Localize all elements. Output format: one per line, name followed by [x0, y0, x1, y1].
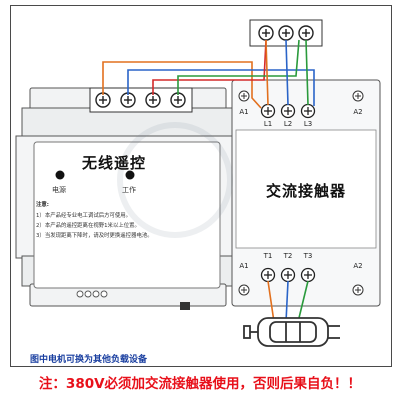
wire-power-l2 — [285, 39, 289, 106]
terminal-l3-label: L3 — [303, 120, 313, 128]
warning-text: 注：380V必须加交流接触器使用，否则后果自负！！ — [38, 376, 362, 392]
work-led-label: 工作 — [122, 186, 136, 194]
controller-terminal-block — [89, 87, 193, 113]
controller-notes: 注意: 1）本产品经专业电工调试后方可使用。 2）本产品的遥控距离在视野1米以上… — [36, 200, 216, 241]
controller-title: 无线遥控 — [82, 154, 147, 172]
coil-a2-label: A2 — [353, 108, 363, 116]
power-led-icon — [55, 170, 65, 180]
wire-power-l1 — [265, 39, 269, 106]
terminal-t2-label: T2 — [283, 252, 293, 260]
terminal-l1-label: L1 — [263, 120, 273, 128]
coil-a1-bottom-label: A1 — [239, 262, 249, 270]
terminal-2-icon — [120, 92, 136, 108]
wires — [102, 39, 315, 323]
wireless-controller-housing — [15, 87, 241, 310]
terminal-t1-label: T1 — [263, 252, 273, 260]
coil-a1-label: A1 — [239, 108, 249, 116]
note-line: 2）本产品的遥控距离在视野1米以上位置。 — [36, 223, 140, 229]
terminal-4-icon — [170, 92, 186, 108]
wire-power-l3 — [305, 39, 309, 106]
wire-t3-motor — [297, 280, 309, 323]
note-line: 1）本产品经专业电工调试后方可使用。 — [36, 213, 132, 219]
contactor-input-terminals — [260, 103, 316, 119]
power-terminal-3-icon — [298, 25, 314, 41]
watermark-logo — [117, 122, 233, 238]
contactor-title: 交流接触器 — [265, 182, 346, 200]
wire-controller-to-coil-a2 — [127, 69, 315, 106]
wire-t1-motor — [267, 280, 275, 323]
notes-heading: 注意: — [36, 202, 49, 208]
electric-motor-icon — [243, 317, 340, 347]
wire-power-to-controller-2 — [177, 39, 300, 95]
power-led-label: 电源 — [52, 186, 66, 194]
work-led-icon — [125, 170, 135, 180]
power-terminal-2-icon — [278, 25, 294, 41]
wire-power-to-controller-1 — [152, 39, 267, 95]
terminal-l2-label: L2 — [283, 120, 293, 128]
diagram-caption: 图中电机可换为其他负载设备 — [30, 355, 148, 365]
contactor-output-terminals — [260, 267, 316, 283]
terminal-1-icon — [95, 92, 111, 108]
note-line: 3）当发现距离下降时，请及时更换遥控器电池。 — [36, 233, 153, 239]
terminal-t3-label: T3 — [303, 252, 313, 260]
terminal-3-icon — [145, 92, 161, 108]
wire-t2-motor — [285, 280, 289, 323]
wire-controller-to-coil-a1 — [102, 61, 262, 109]
power-terminal-1-icon — [258, 25, 274, 41]
ac-contactor-housing — [231, 79, 381, 307]
coil-a2-bottom-label: A2 — [353, 262, 363, 270]
